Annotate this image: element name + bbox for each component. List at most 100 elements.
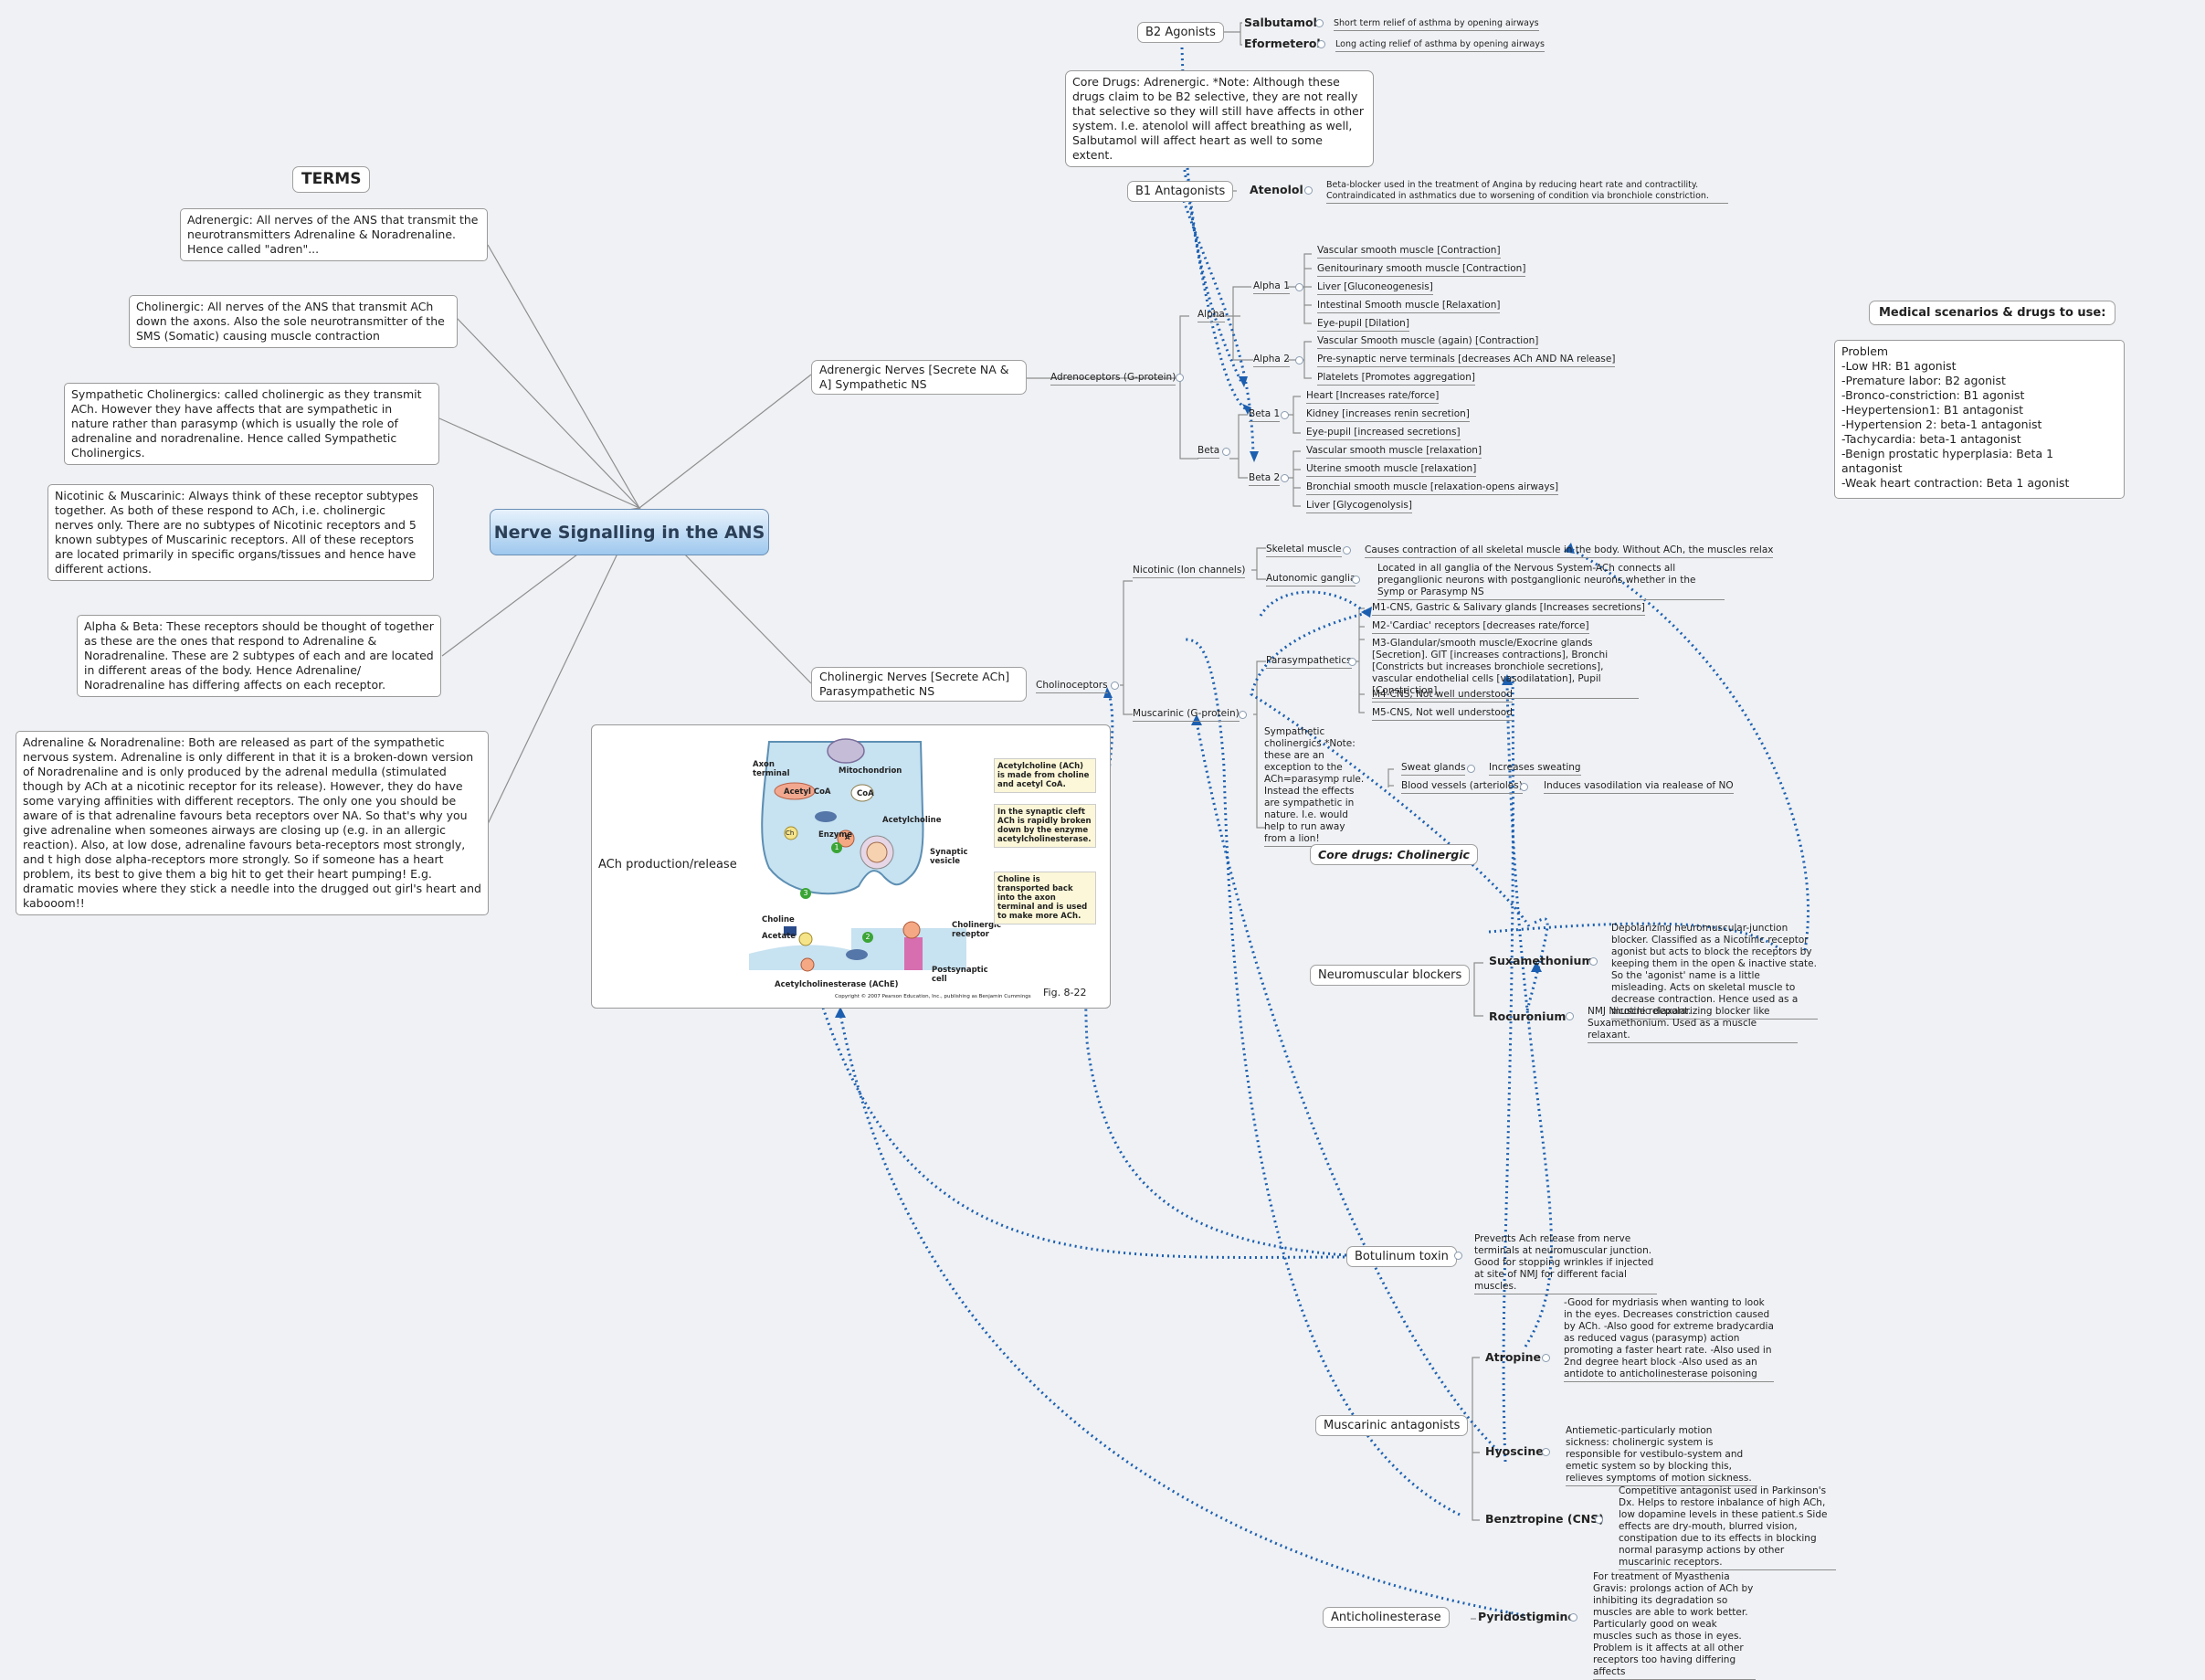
alpha[interactable]: Alpha (1197, 309, 1225, 322)
eformeterol-description: Long acting relief of asthma by opening … (1335, 38, 1545, 52)
ach-figure[interactable]: ACh production/release Axon terminal Mit… (591, 724, 1111, 1009)
step-2-note: In the synaptic cleft ACh is rapidly bro… (994, 804, 1096, 848)
acetylcholine-label: Acetylcholine (882, 816, 942, 825)
botulinum-toxin[interactable]: Botulinum toxin (1346, 1246, 1457, 1267)
term-adrenergic[interactable]: Adrenergic: All nerves of the ANS that t… (180, 208, 488, 261)
atropine-description: -Good for mydriasis when wanting to look… (1564, 1297, 1774, 1382)
botulinum-description: Prevents Ach release from nerve terminal… (1474, 1233, 1657, 1294)
list-item[interactable]: Liver [Glycogenolysis] (1306, 500, 1412, 513)
term-nicotinic-muscarinic[interactable]: Nicotinic & Muscarinic: Always think of … (47, 484, 434, 581)
medical-scenarios-list[interactable]: Problem -Low HR: B1 agonist -Premature l… (1834, 340, 2125, 499)
nicotinic[interactable]: Nicotinic (Ion channels) (1133, 565, 1246, 578)
collapse-toggle (1542, 1354, 1550, 1362)
rocuronium-description: NMJ Nicotinic depolarizing blocker like … (1588, 1006, 1798, 1043)
figure-label: ACh production/release (598, 858, 737, 872)
b1-antagonists[interactable]: B1 Antagonists (1127, 181, 1234, 202)
benztropine-description: Competitive antagonist used in Parkinson… (1619, 1485, 1836, 1570)
list-item[interactable]: Eye-pupil [Dilation] (1317, 318, 1409, 332)
adrenergic-nerves[interactable]: Adrenergic Nerves [Secrete NA & A] Sympa… (811, 360, 1027, 395)
beta[interactable]: Beta (1197, 445, 1220, 459)
list-item[interactable]: Pre-synaptic nerve terminals [decreases … (1317, 354, 1616, 367)
medical-scenarios-title[interactable]: Medical scenarios & drugs to use: (1869, 301, 2116, 325)
collapse-toggle (1317, 40, 1325, 48)
list-item[interactable]: Liver [Gluconeogenesis] (1317, 281, 1433, 295)
autonomic-ganglia[interactable]: Autonomic ganglia (1266, 573, 1356, 586)
alpha-1[interactable]: Alpha 1 (1253, 280, 1290, 294)
list-item: -Hypertension 2: beta-1 antagonist (1841, 417, 2042, 431)
sweat-description: Increases sweating (1489, 762, 1581, 776)
collapse-toggle (1343, 546, 1351, 555)
synapse-illustration (749, 738, 966, 972)
beta-1[interactable]: Beta 1 (1249, 408, 1281, 422)
suxamethonium-description: Depolarizing neuromuscular-junction bloc… (1611, 923, 1818, 1020)
collapse-toggle (1176, 374, 1184, 382)
sweat-glands[interactable]: Sweat glands (1401, 762, 1466, 776)
list-item[interactable]: M3-Glandular/smooth muscle/Exocrine glan… (1372, 638, 1639, 699)
list-item[interactable]: M4-CNS, Not well understood (1372, 689, 1513, 703)
collapse-toggle (1348, 658, 1356, 666)
atenolol[interactable]: Atenolol (1250, 183, 1303, 196)
term-alpha-beta[interactable]: Alpha & Beta: These receptors should be … (77, 615, 441, 697)
salbutamol[interactable]: Salbutamol (1244, 16, 1317, 29)
blood-vessels[interactable]: Blood vessels (arterioles) (1401, 780, 1523, 794)
benztropine[interactable]: Benztropine (CNS) (1485, 1512, 1604, 1526)
alpha-2[interactable]: Alpha 2 (1253, 354, 1290, 367)
skeletal-muscle[interactable]: Skeletal muscle (1266, 544, 1342, 557)
cholinoceptors[interactable]: Cholinoceptors (1036, 680, 1108, 693)
muscarinic-antagonists[interactable]: Muscarinic antagonists (1315, 1415, 1469, 1436)
hyoscine[interactable]: Hyoscine (1485, 1444, 1544, 1458)
pyridostigmine[interactable]: Pyridostigmine (1478, 1610, 1576, 1623)
step-1-note: Acetylcholine (ACh) is made from choline… (994, 758, 1096, 793)
adrenoceptors[interactable]: Adrenoceptors (G-protein) (1050, 372, 1176, 386)
acetyl-coa-label: Acetyl CoA (784, 787, 831, 797)
choline-molecule-label: Ch (786, 829, 795, 837)
badge-3: 3 (800, 888, 811, 899)
list-item: -Low HR: B1 agonist (1841, 359, 1957, 373)
terms-title[interactable]: TERMS (292, 166, 371, 193)
list-item[interactable]: Kidney [increases renin secretion] (1306, 408, 1470, 422)
core-drugs-adrenergic-note[interactable]: Core Drugs: Adrenergic. *Note: Although … (1065, 70, 1374, 167)
rocuronium[interactable]: Rocuronium (1489, 1009, 1567, 1023)
collapse-toggle (1304, 186, 1313, 195)
collapse-toggle (1569, 1613, 1577, 1622)
list-item[interactable]: Heart [Increases rate/force] (1306, 390, 1440, 404)
collapse-toggle (1454, 1252, 1462, 1260)
list-item[interactable]: M1-CNS, Gastric & Salivary glands [Incre… (1372, 602, 1645, 616)
b2-agonists[interactable]: B2 Agonists (1137, 22, 1224, 43)
anticholinesterase[interactable]: Anticholinesterase (1323, 1607, 1450, 1628)
list-item[interactable]: Vascular smooth muscle [relaxation] (1306, 445, 1482, 459)
enzyme-label: Enzyme (818, 830, 852, 840)
list-item[interactable]: M2-'Cardiac' receptors [decreases rate/f… (1372, 620, 1589, 634)
collapse-toggle (1520, 783, 1528, 791)
muscarinic[interactable]: Muscarinic (G-protein) (1133, 708, 1240, 722)
suxamethonium[interactable]: Suxamethonium (1489, 954, 1594, 967)
neuromuscular-blockers[interactable]: Neuromuscular blockers (1310, 965, 1471, 986)
term-cholinergic[interactable]: Cholinergic: All nerves of the ANS that … (129, 295, 458, 348)
eformeterol[interactable]: Eformeterol (1244, 37, 1321, 50)
beta-2[interactable]: Beta 2 (1249, 472, 1281, 486)
list-item[interactable]: Genitourinary smooth muscle [Contraction… (1317, 263, 1526, 277)
list-item: -Benign prostatic hyperplasia: Beta 1 an… (1841, 447, 2054, 475)
list-item[interactable]: Platelets [Promotes aggregation] (1317, 372, 1475, 386)
term-adrenaline-noradrenaline[interactable]: Adrenaline & Noradrenaline: Both are rel… (16, 731, 489, 915)
collapse-toggle (1111, 682, 1119, 690)
atropine[interactable]: Atropine (1485, 1350, 1542, 1364)
mitochondrion-label: Mitochondrion (839, 766, 902, 776)
list-item[interactable]: Vascular smooth muscle [Contraction] (1317, 245, 1501, 259)
list-item[interactable]: Intestinal Smooth muscle [Relaxation] (1317, 300, 1501, 313)
central-topic[interactable]: Nerve Signalling in the ANS (490, 509, 769, 555)
term-sympathetic-cholinergics[interactable]: Sympathetic Cholinergics: called choline… (64, 383, 439, 465)
list-item[interactable]: Bronchial smooth muscle [relaxation-open… (1306, 481, 1559, 495)
sympathetic-cholinergics-note[interactable]: Sympathetic cholinergics *Note: these ar… (1264, 726, 1366, 847)
parasympathetics[interactable]: Parasympathetics (1266, 655, 1352, 669)
list-item: -Tachycardia: beta-1 antagonist (1841, 432, 2021, 446)
list-item: Problem (1841, 344, 1889, 358)
atenolol-description: Beta-blocker used in the treatment of An… (1326, 180, 1728, 204)
list-item[interactable]: Vascular Smooth muscle (again) [Contract… (1317, 335, 1539, 349)
core-drugs-cholinergic[interactable]: Core drugs: Cholinergic (1310, 844, 1478, 865)
collapse-toggle (1589, 957, 1598, 966)
list-item[interactable]: Uterine smooth muscle [relaxation] (1306, 463, 1477, 477)
list-item[interactable]: Eye-pupil [increased secretions] (1306, 427, 1461, 440)
cholinergic-nerves[interactable]: Cholinergic Nerves [Secrete ACh] Parasym… (811, 667, 1027, 702)
list-item[interactable]: M5-CNS, Not well understood (1372, 707, 1513, 721)
